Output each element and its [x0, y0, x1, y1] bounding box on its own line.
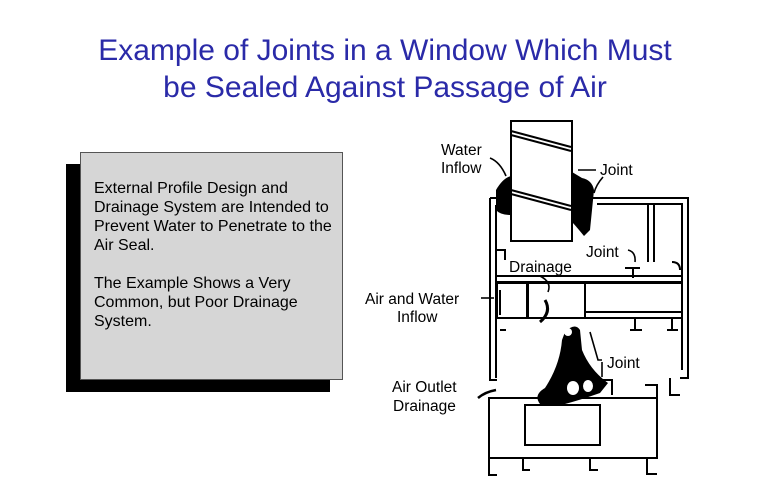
gasket-inner-top — [572, 172, 594, 236]
label-air-outlet-2: Drainage — [393, 398, 456, 415]
leader-arrows — [477, 157, 636, 399]
sash-chamber — [584, 281, 683, 313]
arrow-joint-middle — [627, 249, 636, 263]
arrow-air-outlet — [477, 388, 497, 399]
window-profile-drawing — [488, 120, 689, 476]
label-air-water-inflow-2: Inflow — [397, 309, 438, 326]
note-box: External Profile Design and Drainage Sys… — [80, 152, 343, 380]
label-joint-middle: Joint — [586, 244, 619, 261]
lower-sash — [488, 397, 658, 459]
label-joint-top: Joint — [600, 162, 633, 179]
label-water-inflow-2: Inflow — [441, 160, 482, 177]
arrow-joint-bottom-1 — [589, 331, 602, 361]
gasket-holes — [564, 328, 593, 395]
frame-outer-right — [592, 197, 689, 379]
slide-title-line-2: be Sealed Against Passage of Air — [163, 71, 607, 104]
gaskets — [496, 172, 608, 404]
arrow-water-inflow — [489, 157, 507, 177]
arrow-drainage — [539, 275, 550, 293]
label-air-outlet-1: Air Outlet — [392, 379, 457, 396]
label-water-inflow-1: Water — [441, 142, 482, 159]
slide-title-line-1: Example of Joints in a Window Which Must — [98, 34, 672, 67]
note-paragraph-2: The Example Shows a Very Common, but Poo… — [94, 275, 298, 330]
gasket-outer-top — [496, 176, 511, 215]
note-paragraph-1: External Profile Design and Drainage Sys… — [94, 180, 332, 254]
label-joint-bottom: Joint — [607, 355, 640, 372]
label-drainage: Drainage — [509, 259, 572, 276]
label-air-water-inflow-1: Air and Water — [365, 291, 459, 308]
